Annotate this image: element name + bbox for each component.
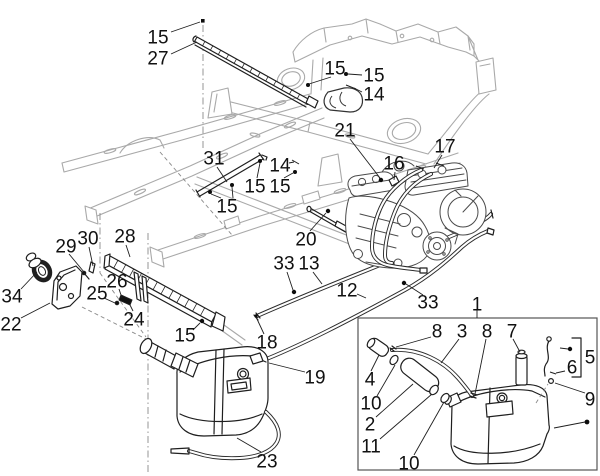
part-label-8-33: 8 [482,322,493,343]
part-label-10-39: 10 [360,394,381,415]
part-label-9-37: 9 [585,390,596,411]
rod-31 [195,152,268,198]
part-label-15-9: 15 [269,177,290,198]
part-label-15-2: 15 [324,59,345,80]
part-label-19-28: 19 [304,368,325,389]
part-label-11-41: 11 [361,437,381,458]
dipstick-5 [543,336,582,378]
support-bar-28 [103,253,226,332]
part-label-21-5: 21 [334,121,355,142]
part-label-3-32: 3 [457,322,468,343]
part-label-29-15: 29 [55,237,76,258]
part-label-33-26: 33 [417,293,438,314]
part-label-22-18: 22 [0,315,21,336]
part-label-30-14: 30 [77,229,98,250]
part-label-15-10: 15 [216,197,237,218]
clamp-10a [389,354,399,366]
part-label-20-13: 20 [295,230,316,251]
clip-8a [389,345,397,352]
part-label-4-38: 4 [365,370,376,391]
part-label-6-36: 6 [567,358,578,379]
grommet-34 [25,252,53,283]
part-label-8-31: 8 [432,322,443,343]
nut-9 [547,378,554,385]
clamp-11 [429,384,439,396]
sleeve-16 [388,175,400,187]
sill-bar-27 [192,35,319,109]
fuel-tank [139,337,281,461]
fasteners-29-30 [81,261,96,280]
filler-bracket [323,87,364,113]
part-label-15-0: 15 [147,28,168,49]
part-label-5-35: 5 [585,348,596,369]
chassis-frame [61,18,497,346]
anchor-dots [199,19,407,324]
part-label-7-34: 7 [507,322,518,343]
bracket-22 [51,265,83,310]
part-label-28-16: 28 [114,227,135,248]
part-label-16-11: 16 [383,154,404,175]
part-label-18-27: 18 [256,333,277,354]
tube-4 [366,337,390,357]
drain-hose-23 [170,410,281,461]
part-label-33-23: 33 [273,254,294,275]
engine [345,160,487,269]
part-label-15-8: 15 [244,177,265,198]
pipe-7 [515,349,528,386]
part-label-15-22: 15 [174,326,195,347]
filler-neck [139,337,199,378]
part-label-1-30: 1 [472,295,483,316]
part-label-34-17: 34 [1,287,23,308]
part-label-23-29: 23 [256,452,277,473]
part-label-14-7: 14 [269,156,291,177]
part-label-17-12: 17 [434,137,455,158]
clamp-10b [440,392,450,404]
part-label-31-6: 31 [203,149,224,170]
part-label-26-20: 26 [106,272,127,293]
inset-box [357,317,598,471]
part-label-13-24: 13 [298,254,319,275]
part-label-24-21: 24 [123,310,145,331]
tank-elbow [249,352,264,365]
leader-lines [20,21,586,456]
part-label-27-1: 27 [147,49,168,70]
part-label-2-40: 2 [365,415,376,436]
part-label-12-25: 12 [336,281,357,302]
inset-tank [444,383,550,465]
fasteners-24-25-26 [114,294,133,306]
part-label-10-42: 10 [398,454,419,475]
part-label-14-4: 14 [363,85,385,106]
part-label-25-19: 25 [86,284,107,305]
screw-6 [549,371,557,375]
part-label-15-3: 15 [363,66,384,87]
clip-8b [469,392,478,399]
breather-hoses [369,168,433,274]
hose-3 [390,347,474,398]
